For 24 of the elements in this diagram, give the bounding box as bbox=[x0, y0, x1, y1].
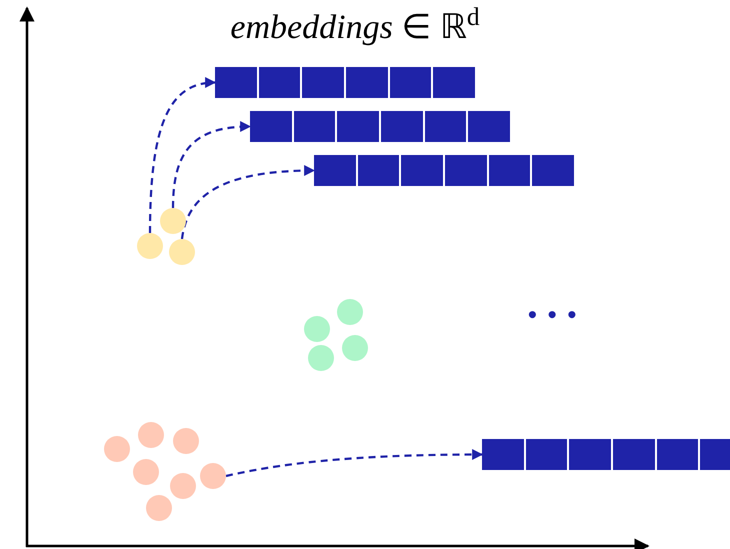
dashed-arrow bbox=[180, 165, 316, 240]
dashed-arrow bbox=[172, 121, 252, 208]
ellipsis: • • • bbox=[526, 302, 578, 329]
dashed-arrow bbox=[226, 449, 484, 478]
embedding-vector bbox=[250, 111, 512, 142]
data-point bbox=[342, 335, 368, 361]
data-point bbox=[200, 463, 226, 489]
embedding-vector bbox=[215, 67, 477, 98]
data-point bbox=[170, 473, 196, 499]
data-point bbox=[169, 239, 195, 265]
embedding-vector bbox=[314, 155, 576, 186]
data-point bbox=[337, 299, 363, 325]
embedding-vector bbox=[482, 439, 730, 470]
dashed-arrow bbox=[148, 78, 216, 234]
data-point bbox=[160, 208, 186, 234]
data-point bbox=[133, 459, 159, 485]
data-point bbox=[104, 436, 130, 462]
data-point bbox=[304, 316, 330, 342]
data-point bbox=[138, 422, 164, 448]
data-point bbox=[173, 428, 199, 454]
data-point bbox=[137, 233, 163, 259]
data-point bbox=[308, 345, 334, 371]
title: embeddings ∈ ℝ$^{d}$ bbox=[230, 9, 480, 46]
data-point bbox=[146, 495, 172, 521]
